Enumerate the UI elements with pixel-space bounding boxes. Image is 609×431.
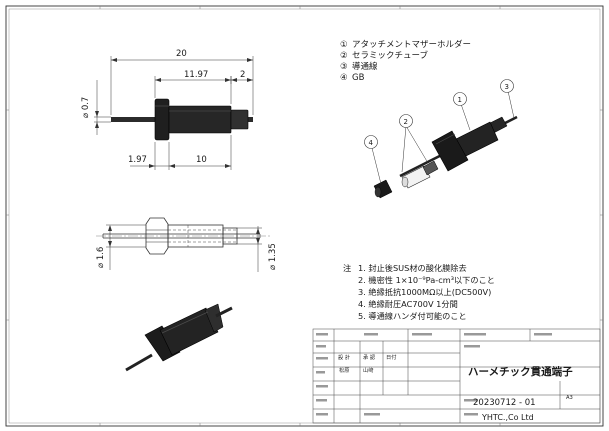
- iso-view: [125, 303, 233, 372]
- notes: 注 1. 封止後SUS材の酸化膜除去 2. 機密性 1×10⁻⁹Pa-cm³以下…: [343, 263, 495, 321]
- callout-2: 2: [399, 114, 413, 128]
- dim-left-offset: 1.97: [128, 155, 147, 165]
- note-1: 1. 封止後SUS材の酸化膜除去: [358, 263, 467, 273]
- tb-col-date: 日付: [386, 353, 396, 361]
- sheet-size: A3: [566, 395, 573, 401]
- part-2-num: ②: [340, 51, 348, 61]
- tb-col-approve: 承 認: [363, 353, 376, 361]
- front-view: [111, 98, 253, 141]
- parts-list: ① アタッチメントマザーホルダー ② セラミックチューブ ③ 導通線 ④ GB: [340, 39, 471, 83]
- note-2: 2. 機密性 1×10⁻⁹Pa-cm³以下のこと: [358, 275, 495, 285]
- note-5: 5. 導通線ハンダ付可能のこと: [358, 311, 467, 321]
- note-3: 3. 絶縁抵抗1000MΩ以上(DC500V): [358, 287, 491, 297]
- svg-text:4: 4: [369, 139, 374, 147]
- callout-1: 1: [453, 92, 467, 106]
- callout-4: 4: [364, 135, 378, 149]
- svg-text:2: 2: [404, 118, 408, 126]
- tb-name-approve: 山﨑: [363, 366, 373, 374]
- part-3-num: ③: [340, 62, 348, 72]
- dim-mid-length: 10: [196, 155, 207, 165]
- svg-text:1: 1: [458, 96, 462, 104]
- svg-text:3: 3: [505, 83, 509, 91]
- dim-overall-length: 20: [176, 49, 187, 59]
- dim-tip-length: 2: [240, 70, 245, 80]
- title-block: [312, 328, 601, 424]
- part-4-name: GB: [352, 73, 365, 83]
- drawing-number: 20230712 - 01: [473, 398, 536, 408]
- section-view: [96, 217, 272, 255]
- dim-wire-dia: ⌀ 0.7: [81, 97, 91, 118]
- dim-dia-left: ⌀ 1.6: [96, 247, 106, 268]
- dim-body-length: 11.97: [184, 70, 208, 80]
- exploded-view: [373, 115, 518, 199]
- note-4: 4. 絶縁耐圧AC700V 1分間: [358, 299, 458, 309]
- sheet-border: [5, 5, 604, 427]
- part-1-name: アタッチメントマザーホルダー: [352, 39, 471, 50]
- callout-3: 3: [500, 79, 514, 93]
- part-1-num: ①: [340, 40, 348, 50]
- tb-col-design: 設 計: [338, 353, 350, 361]
- dim-dia-right: ⌀ 1.35: [268, 243, 278, 270]
- part-3-name: 導通線: [352, 61, 378, 72]
- company-name: YHTC.,Co Ltd: [481, 413, 534, 422]
- part-4-num: ④: [340, 73, 348, 83]
- drawing-title: ハーメチック貫通端子: [468, 365, 573, 378]
- notes-prefix: 注: [343, 263, 351, 273]
- tb-name-design: 松原: [339, 366, 349, 374]
- part-2-name: セラミックチューブ: [352, 50, 428, 61]
